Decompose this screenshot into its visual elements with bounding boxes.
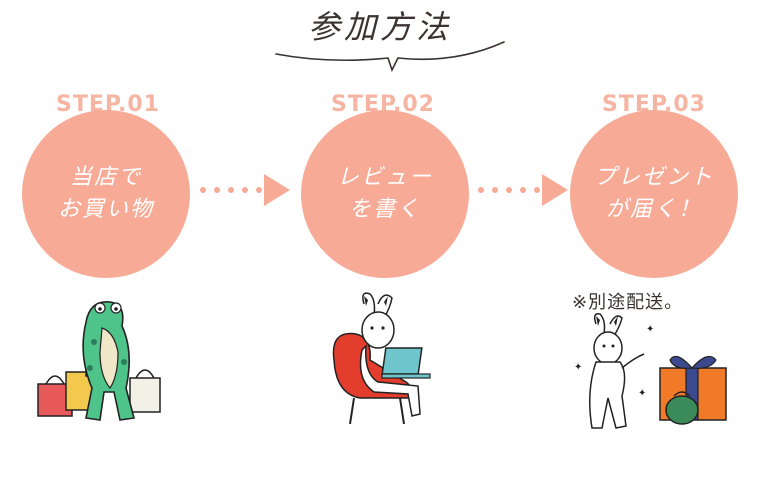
step-1-circle: 当店で お買い物 — [22, 110, 190, 278]
step-1-text-line2: お買い物 — [57, 197, 154, 222]
svg-text:✦: ✦ — [638, 388, 646, 399]
page-title: 参加方法 — [307, 8, 452, 46]
delivery-note: ※別途配送。 — [572, 292, 684, 313]
step-1-text-line1: 当店で — [69, 165, 142, 190]
step-3-text-line2: が届く！ — [605, 197, 702, 222]
arrow-head-2-icon — [542, 174, 568, 206]
step-3-text-line1: プレゼント — [593, 165, 714, 190]
step-2-circle: レビュー を書く — [301, 110, 469, 278]
step-3-circle: プレゼント が届く！ — [570, 110, 738, 278]
step-2-text-line2: を書く — [348, 197, 421, 222]
svg-text:✦: ✦ — [646, 324, 654, 335]
svg-text:✦: ✦ — [574, 362, 582, 373]
step-arrow-2 — [478, 187, 540, 193]
arrow-head-1-icon — [264, 174, 290, 206]
step-2-text-line1: レビュー — [336, 165, 433, 190]
rabbit-laptop-illustration-icon — [332, 292, 431, 425]
title-underline-decoration — [275, 41, 505, 73]
step-arrow-1 — [200, 187, 262, 193]
frog-shopping-illustration-icon — [37, 301, 161, 421]
rabbit-present-illustration-icon: ✦ ✦ ✦ — [574, 312, 727, 429]
